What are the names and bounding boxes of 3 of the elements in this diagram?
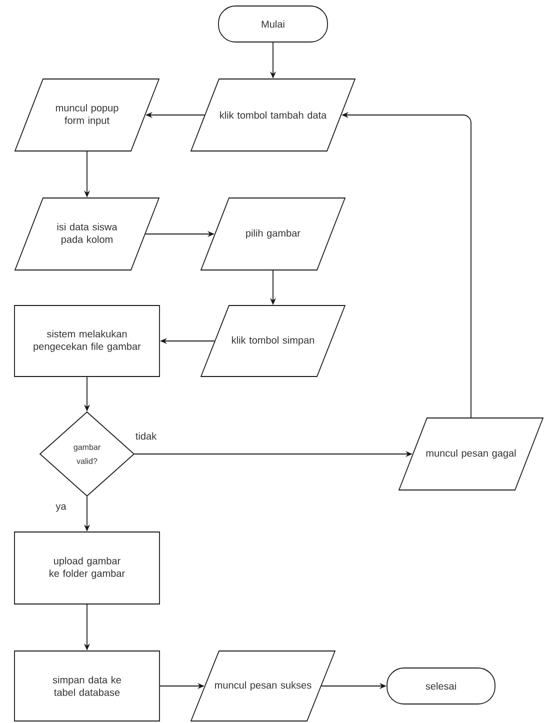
process-box: upload gambar ke folder gambar xyxy=(14,532,160,604)
process-box: sistem melakukan pengecekan file gambar xyxy=(14,305,160,377)
process-box: simpan data ke tabel database xyxy=(14,650,160,722)
